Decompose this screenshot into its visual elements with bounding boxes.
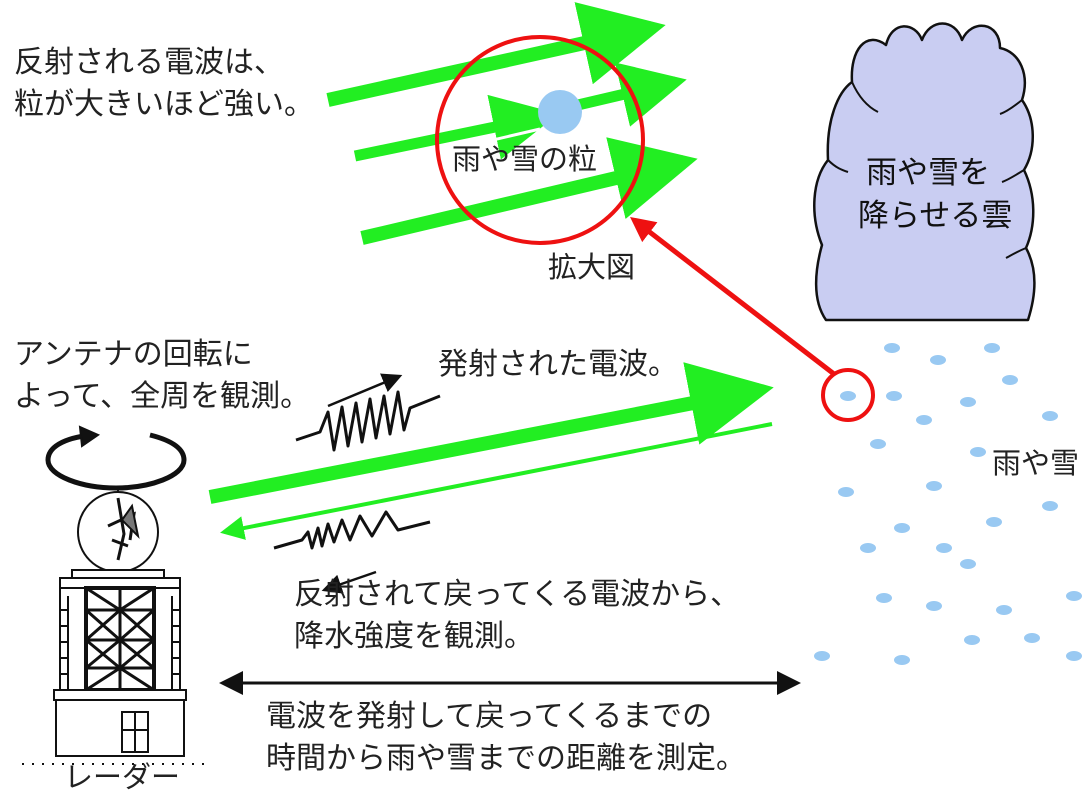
zoom-arrow bbox=[630, 216, 836, 376]
raindrop-icon bbox=[860, 543, 876, 553]
raindrop-icon bbox=[876, 593, 892, 603]
raincloud-icon bbox=[813, 22, 1036, 322]
returned-wave-packet bbox=[273, 510, 431, 594]
zoom-label: 拡大図 bbox=[548, 250, 636, 284]
distance-note-line-2: 時間から雨や雪までの距離を測定。 bbox=[266, 741, 746, 776]
antenna-note-line-2: よって、全周を観測。 bbox=[14, 379, 311, 414]
antenna-note: アンテナの回転に よって、全周を観測。 bbox=[14, 334, 310, 418]
cloud-label-line-1: 雨や雪を bbox=[866, 155, 990, 191]
antenna-note-line-1: アンテナの回転に bbox=[14, 337, 253, 372]
raindrop-icon bbox=[936, 543, 952, 553]
returned-wave-note-line-2: 降水強度を観測。 bbox=[294, 619, 534, 654]
returned-wave-note: 反射されて戻ってくる電波から、 降水強度を観測。 bbox=[294, 574, 740, 658]
raindrop-icon bbox=[840, 391, 856, 401]
returned-beam bbox=[220, 422, 773, 540]
reflection-note-line-1: 反射される電波は、 bbox=[14, 45, 284, 80]
raindrop-icon bbox=[926, 601, 942, 611]
zoom-waves bbox=[326, 2, 698, 245]
raindrop-icon bbox=[894, 523, 910, 533]
distance-note-line-1: 電波を発射して戻ってくるまでの bbox=[266, 699, 713, 734]
raindrop-icon bbox=[930, 355, 946, 365]
distance-note: 電波を発射して戻ってくるまでの 時間から雨や雪までの距離を測定。 bbox=[266, 696, 746, 780]
radar-tower-icon bbox=[22, 486, 210, 765]
reflection-note-line-2: 粒が大きいほど強い。 bbox=[14, 87, 314, 122]
raindrop-icon bbox=[1066, 651, 1082, 661]
zoom-circle bbox=[435, 35, 645, 245]
raindrop-icon bbox=[870, 439, 886, 449]
raindrop-icon bbox=[838, 487, 854, 497]
raindrop-icon bbox=[916, 415, 932, 425]
particle-label: 雨や雪の粒 bbox=[452, 142, 598, 176]
raindrop-icon bbox=[996, 605, 1012, 615]
precipitation-label: 雨や雪 bbox=[992, 446, 1080, 480]
raindrop-icon bbox=[964, 635, 980, 645]
rotation-arrow-icon bbox=[45, 425, 187, 491]
raindrop-icon bbox=[884, 343, 900, 353]
reflection-note: 反射される電波は、 粒が大きいほど強い。 bbox=[14, 42, 314, 126]
cloud-label: 雨や雪を 降らせる雲 bbox=[858, 152, 1012, 238]
raindrop-icon bbox=[984, 343, 1000, 353]
returned-wave-note-line-1: 反射されて戻ってくる電波から、 bbox=[294, 577, 741, 612]
raindrop-icon bbox=[1042, 501, 1058, 511]
rain-drops bbox=[814, 343, 1082, 665]
raindrop-icon bbox=[814, 651, 830, 661]
emitted-wave-packet bbox=[295, 373, 441, 452]
raindrop-icon bbox=[986, 517, 1002, 527]
radar-label: レーダー bbox=[64, 760, 181, 794]
raindrop-icon bbox=[1024, 633, 1040, 643]
raindrop-icon bbox=[886, 391, 902, 401]
emitted-wave-label: 発射された電波。 bbox=[438, 347, 678, 382]
raindrop-icon bbox=[970, 447, 986, 457]
focus-circle bbox=[821, 368, 875, 422]
emitted-beam bbox=[208, 362, 774, 504]
particle bbox=[538, 90, 582, 134]
raindrop-icon bbox=[894, 655, 910, 665]
raindrop-icon bbox=[1002, 375, 1018, 385]
raindrop-icon bbox=[960, 559, 976, 569]
raindrop-icon bbox=[960, 397, 976, 407]
cloud-label-line-2: 降らせる雲 bbox=[858, 198, 1013, 234]
raindrop-icon bbox=[926, 481, 942, 491]
raindrop-icon bbox=[1042, 411, 1058, 421]
raindrop-icon bbox=[1066, 591, 1082, 601]
